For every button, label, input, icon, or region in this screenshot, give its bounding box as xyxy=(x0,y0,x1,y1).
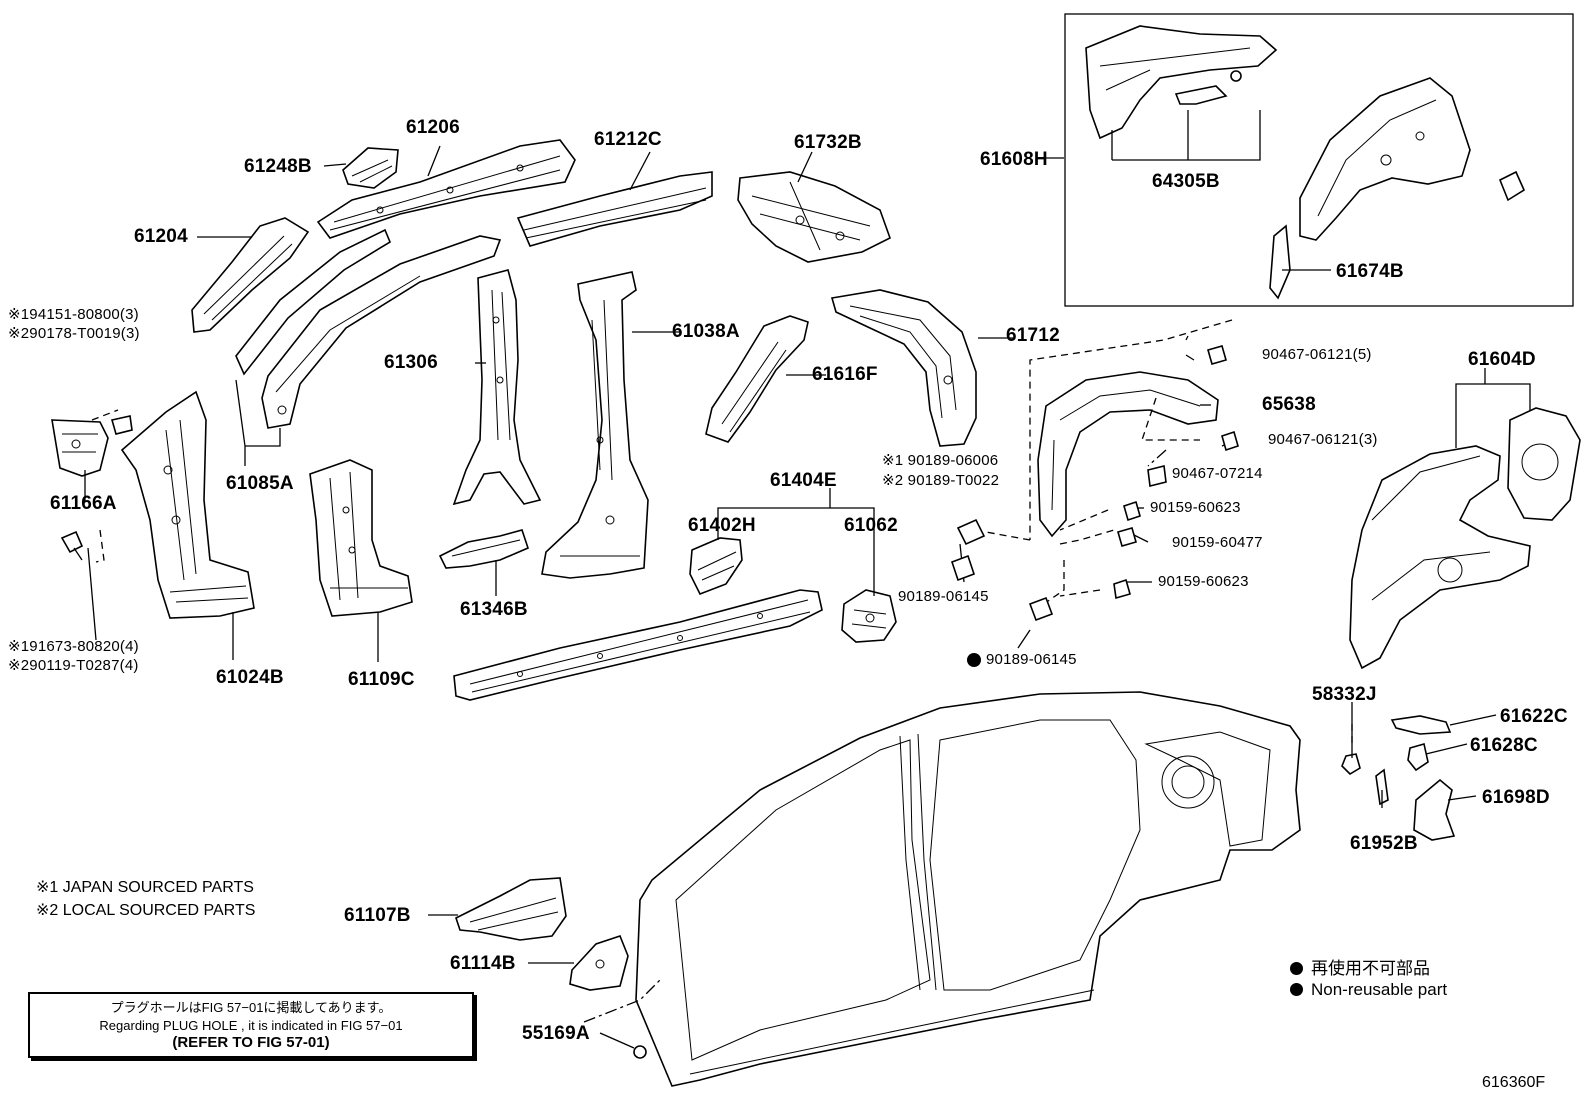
part-label-61062[interactable]: 61062 xyxy=(844,515,898,536)
part-61712[interactable] xyxy=(830,289,977,447)
part-61698D[interactable] xyxy=(1413,778,1456,841)
part-55169A[interactable] xyxy=(633,1045,647,1059)
part-61616F[interactable] xyxy=(705,315,809,443)
part-label-61114B[interactable]: 61114B xyxy=(450,953,516,974)
note-japan-sourced: ※1 JAPAN SOURCED PARTS xyxy=(36,879,254,896)
fastener-label-4[interactable]: ※290119-T0287(4) xyxy=(8,657,139,674)
fastener-label-11[interactable]: 90159-60477 xyxy=(1172,534,1263,551)
plug-hole-refer[interactable]: (REFER TO FIG 57-01) xyxy=(172,1034,330,1051)
part-label-61038A[interactable]: 61038A xyxy=(672,321,740,342)
inset-frame xyxy=(1064,13,1574,307)
non-reusable-dot-icon xyxy=(1290,962,1303,975)
part-61212C[interactable] xyxy=(516,171,713,247)
part-body-side-outer-panel[interactable] xyxy=(635,691,1301,1087)
note-local-sourced: ※2 LOCAL SOURCED PARTS xyxy=(36,902,256,919)
plug-hole-note-jp: プラグホールはFIG 57−01に掲載してあります。 xyxy=(110,1000,392,1015)
part-61062[interactable] xyxy=(841,589,897,643)
part-label-61206[interactable]: 61206 xyxy=(406,117,460,138)
part-label-61402H[interactable]: 61402H xyxy=(688,515,756,536)
part-58332J[interactable] xyxy=(1341,753,1361,776)
fastener-label-9[interactable]: ※2 90189-T0022 xyxy=(882,472,1000,489)
part-label-61109C[interactable]: 61109C xyxy=(348,669,415,690)
non-reusable-dot-icon xyxy=(967,653,981,667)
part-61346B[interactable] xyxy=(438,529,529,569)
part-label-55169A[interactable]: 55169A xyxy=(522,1023,590,1044)
part-label-61712[interactable]: 61712 xyxy=(1006,325,1060,346)
part-61085A[interactable] xyxy=(235,228,502,429)
part-61402H[interactable] xyxy=(689,537,743,596)
non-reusable-dot-icon xyxy=(1290,983,1303,996)
fastener-label-3[interactable]: ※191673-80820(4) xyxy=(8,638,139,655)
part-label-61024B[interactable]: 61024B xyxy=(216,667,284,688)
part-61404E[interactable] xyxy=(453,589,823,701)
part-61114B[interactable] xyxy=(569,935,629,991)
plug-hole-note-en: Regarding PLUG HOLE , it is indicated in… xyxy=(99,1018,403,1033)
part-label-61346B[interactable]: 61346B xyxy=(460,599,528,620)
fastener-label-14-non-reusable[interactable]: 90189-06145 xyxy=(986,651,1077,668)
part-61248B[interactable] xyxy=(342,147,399,189)
part-label-61212C[interactable]: 61212C xyxy=(594,129,662,150)
part-61204[interactable] xyxy=(191,217,310,333)
part-61628C[interactable] xyxy=(1407,742,1429,772)
part-61622C[interactable] xyxy=(1390,715,1452,735)
part-61109C[interactable] xyxy=(309,459,413,617)
part-label-64305B[interactable]: 64305B xyxy=(1152,171,1220,192)
part-label-61616F[interactable]: 61616F xyxy=(812,364,878,385)
fastener-label-12[interactable]: 90159-60623 xyxy=(1158,573,1249,590)
part-label-61952B[interactable]: 61952B xyxy=(1350,833,1418,854)
part-label-61608H[interactable]: 61608H xyxy=(980,149,1048,170)
part-label-58332J[interactable]: 58332J xyxy=(1312,684,1377,705)
fastener-label-1[interactable]: ※194151-80800(3) xyxy=(8,306,139,323)
legend-en-text: Non-reusable part xyxy=(1311,980,1448,999)
part-61024B[interactable] xyxy=(120,390,255,619)
part-label-61698D[interactable]: 61698D xyxy=(1482,787,1550,808)
part-61306[interactable] xyxy=(452,269,542,506)
part-label-65638[interactable]: 65638 xyxy=(1262,394,1316,415)
part-label-61622C[interactable]: 61622C xyxy=(1500,706,1568,727)
part-65638[interactable] xyxy=(1037,371,1219,538)
part-label-61628C[interactable]: 61628C xyxy=(1470,735,1538,756)
part-label-61166A[interactable]: 61166A xyxy=(50,493,117,514)
part-label-61404E[interactable]: 61404E xyxy=(770,470,837,491)
legend-jp-text: 再使用不可部品 xyxy=(1311,959,1430,978)
part-61038A[interactable] xyxy=(541,271,649,579)
fastener-label-2[interactable]: ※290178-T0019(3) xyxy=(8,325,140,342)
part-label-61604D[interactable]: 61604D xyxy=(1468,349,1536,370)
part-label-61204[interactable]: 61204 xyxy=(134,226,188,247)
part-61107B[interactable] xyxy=(455,877,567,941)
part-61608H-inset[interactable] xyxy=(1085,25,1526,300)
dashed-connectors xyxy=(91,319,1353,1023)
part-label-61085A[interactable]: 61085A xyxy=(226,473,294,494)
part-61732B[interactable] xyxy=(737,171,891,263)
legend-non-reusable-en: Non-reusable part xyxy=(1290,980,1447,1000)
part-61166A[interactable] xyxy=(51,419,109,477)
plug-hole-reference-box: プラグホールはFIG 57−01に掲載してあります。 Regarding PLU… xyxy=(28,992,474,1058)
part-61206[interactable] xyxy=(316,139,576,239)
leader-lines xyxy=(84,110,1531,1049)
fastener-glyphs xyxy=(60,345,1239,667)
legend-non-reusable-jp: 再使用不可部品 xyxy=(1290,954,1430,979)
figure-code: 616360F xyxy=(1482,1074,1546,1091)
fastener-label-5[interactable]: 90467-06121(5) xyxy=(1262,346,1372,363)
part-label-61674B[interactable]: 61674B xyxy=(1336,261,1404,282)
fastener-label-6[interactable]: 90467-06121(3) xyxy=(1268,431,1378,448)
part-61952B[interactable] xyxy=(1375,768,1389,806)
part-label-61306[interactable]: 61306 xyxy=(384,352,438,373)
fastener-label-10[interactable]: 90159-60623 xyxy=(1150,499,1241,516)
fastener-label-7[interactable]: 90467-07214 xyxy=(1172,465,1263,482)
part-label-61107B[interactable]: 61107B xyxy=(344,905,411,926)
fastener-label-13[interactable]: 90189-06145 xyxy=(898,588,989,605)
part-61604D[interactable] xyxy=(1349,407,1581,670)
part-label-61248B[interactable]: 61248B xyxy=(244,156,312,177)
fastener-label-8[interactable]: ※1 90189-06006 xyxy=(882,452,999,469)
part-label-61732B[interactable]: 61732B xyxy=(794,132,862,153)
